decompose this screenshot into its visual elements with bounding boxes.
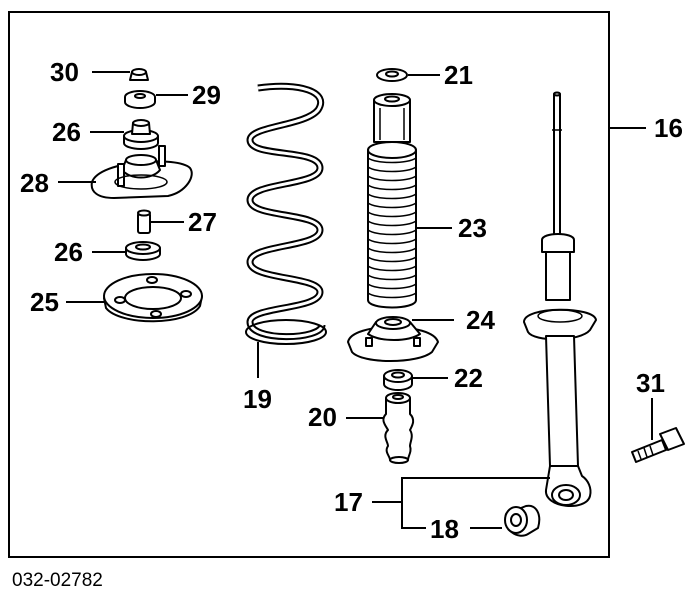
boot-rib [367,229,417,236]
callout-22: 22 [454,363,483,393]
boot-rib [367,202,417,209]
boot-rib [367,193,417,200]
callout-30: 30 [50,57,79,87]
part-16-shock-absorber [523,91,597,508]
part-29-washer [124,90,156,109]
boot-rib [367,184,417,191]
boot-rib [367,283,417,290]
leader-17 [372,477,550,503]
leader-18 [401,502,426,529]
part-22-washer [383,369,413,391]
part-26-lower-bushing [125,241,161,261]
diagram-code: 032-02782 [12,570,103,591]
callout-17: 17 [334,487,363,517]
callout-28: 28 [20,168,49,198]
boot-rib [367,292,417,299]
boot-rib [367,211,417,218]
callout-29: 29 [192,80,221,110]
part-19-coil-spring-inner [248,84,324,339]
callout-26-upper: 26 [52,117,81,147]
part-23-dust-boot [367,93,417,309]
diagram-frame [8,11,610,558]
boot-rib [367,220,417,227]
part-21-washer [376,68,408,82]
callout-25: 25 [30,287,59,317]
part-31-bolt [631,427,685,463]
part-19-spring-base-ring [245,319,327,345]
callout-31: 31 [636,368,665,398]
callout-27: 27 [188,207,217,237]
callout-16: 16 [654,113,683,143]
part-26-upper-bushing [123,119,159,150]
boot-rib [367,166,417,173]
part-27-collar [137,209,151,234]
part-25-spring-seat [103,273,203,323]
callout-21: 21 [444,60,473,90]
part-20-bump-stop [382,392,415,464]
part-18-bushing [504,504,541,537]
boot-rib [367,238,417,245]
boot-rib [367,175,417,182]
boot-rib [367,265,417,272]
callout-24: 24 [466,305,495,335]
part-30-nut [129,68,149,81]
boot-rib [367,157,417,164]
part-24-seat [347,316,439,362]
part-23-boot-ribs [367,157,417,299]
boot-rib [367,247,417,254]
callout-26-lower: 26 [54,237,83,267]
callout-20: 20 [308,402,337,432]
boot-rib [367,256,417,263]
callout-19: 19 [243,384,272,414]
boot-rib [367,274,417,281]
callout-18: 18 [430,514,459,544]
callout-23: 23 [458,213,487,243]
part-28-mount-plate [90,145,193,199]
